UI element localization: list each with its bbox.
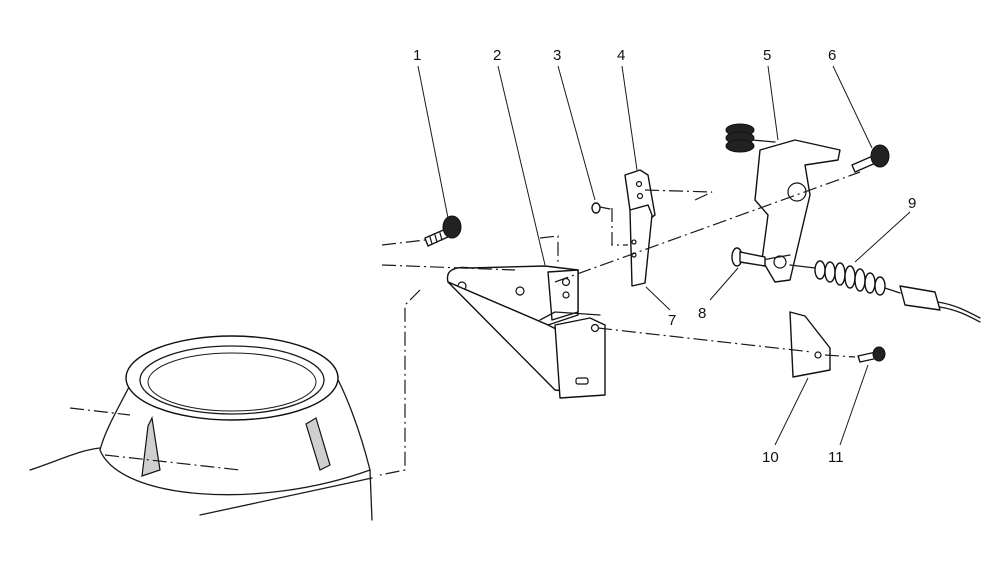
- callout-6: 6: [828, 47, 836, 64]
- callout-9: 9: [908, 195, 916, 212]
- bolt-1: [381, 215, 516, 271]
- callout-11: 11: [828, 449, 844, 466]
- plate-10: [597, 311, 856, 378]
- control-arm: [725, 123, 841, 283]
- bracket: [379, 265, 606, 476]
- callout-4: 4: [617, 47, 625, 64]
- spring-coil: [725, 123, 776, 153]
- callout-8: 8: [698, 305, 706, 322]
- callout-10: 10: [762, 449, 779, 466]
- screw-11: [857, 346, 886, 363]
- callout-2: 2: [493, 47, 501, 64]
- screw-3: [591, 202, 611, 214]
- housing-base: [29, 335, 373, 521]
- callout-1: 1: [413, 47, 421, 64]
- cable-9: [789, 260, 981, 323]
- cable-spring: [814, 260, 886, 296]
- callout-7: 7: [668, 312, 676, 329]
- leader-lines: [417, 65, 911, 446]
- lever-plate: [539, 169, 713, 287]
- callout-3: 3: [553, 47, 561, 64]
- bolt-6: [554, 144, 890, 283]
- callout-5: 5: [763, 47, 771, 64]
- knob-8: [731, 247, 766, 267]
